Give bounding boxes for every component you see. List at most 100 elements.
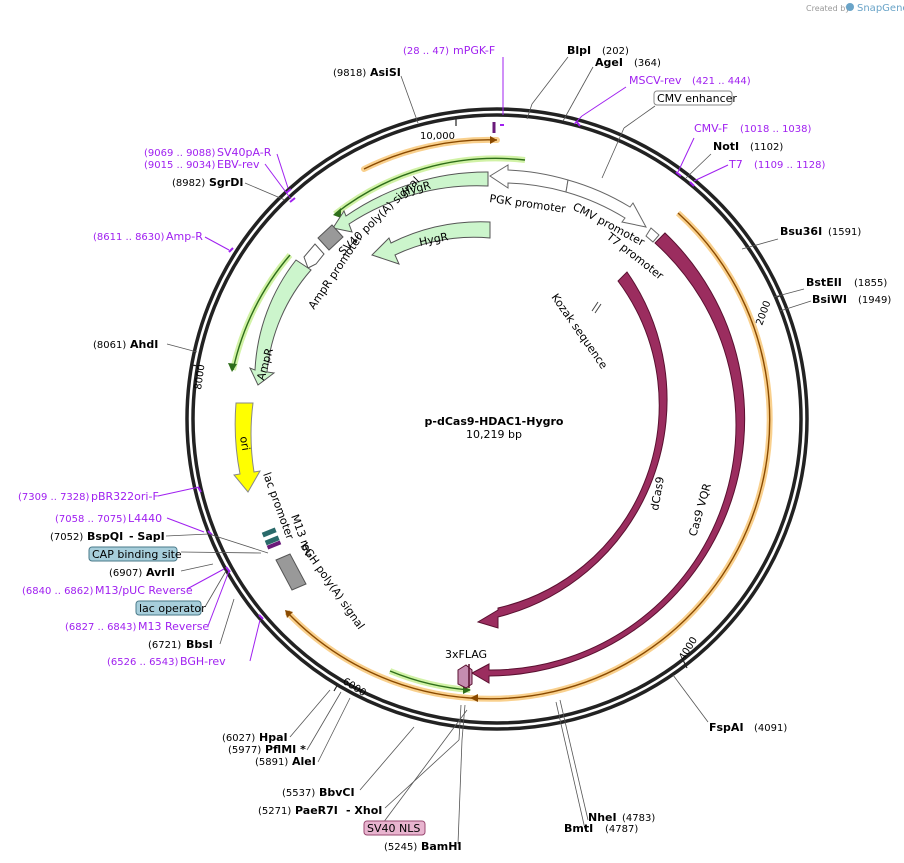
plasmid-length: 10,219 bp (466, 428, 522, 441)
primer-m13-puc-reverse-name: M13/pUC Reverse (95, 584, 193, 597)
site-bsu36i-name: Bsu36I (780, 225, 822, 238)
primer-sv40pa-r-pos: (9069 .. 9088) (144, 148, 216, 159)
site-paer7i-extra: - XhoI (346, 804, 382, 817)
flag-shape (457, 664, 473, 689)
site-noti-name: NotI (713, 140, 739, 153)
primer-l4440-name: L4440 (128, 512, 162, 525)
primer-bgh-rev-name: BGH-rev (180, 655, 226, 668)
primer-mpgk-f-pos: (28 .. 47) (403, 46, 449, 57)
primer-l4440-pos: (7058 .. 7075) (55, 514, 127, 525)
site-bspqi-name: BspQI (87, 530, 123, 543)
site-noti-pos: (1102) (750, 142, 783, 153)
site-bamhi-name: BamHI (421, 840, 462, 853)
bgh-rev-mark (258, 614, 264, 620)
site-labels: (28 .. 47) mPGK-F BlpI (202) AgeI (364) … (18, 44, 891, 853)
primer-bgh-rev-pos: (6526 .. 6543) (107, 657, 179, 668)
site-bsteii-name: BstEII (806, 276, 842, 289)
tick-label-8000: 8000 (193, 364, 207, 391)
m13-rev-mark (266, 540, 282, 550)
site-asisi-pos: (9818) (333, 68, 366, 79)
site-bsiwi-pos: (1949) (858, 295, 891, 306)
site-hpai-name: HpaI (259, 731, 288, 744)
cap-binding-mark (261, 527, 277, 538)
t7-mark (689, 181, 695, 187)
site-bamhi-pos: (5245) (384, 842, 417, 853)
site-bsu36i-pos: (1591) (828, 227, 861, 238)
site-bspqi-pos: (7052) (50, 532, 83, 543)
primer-mscv-rev-name: MSCV-rev (629, 74, 682, 87)
ampr-feature: AmpR (249, 259, 312, 386)
site-bbsi-name: BbsI (186, 638, 213, 651)
primer-sv40pa-r-name: SV40pA-R (217, 146, 272, 159)
primer-mpgk-f-name: mPGK-F (453, 44, 495, 57)
site-avrii-pos: (6907) (109, 568, 142, 579)
tick-8000 (190, 364, 200, 367)
ori-label: ori (237, 435, 252, 451)
primer-amp-r-pos: (8611 .. 8630) (93, 232, 165, 243)
orf-arc-bottom-arrow (285, 610, 293, 618)
primer-mscv-rev-pos: (421 .. 444) (692, 76, 751, 87)
tick-label-2000: 2000 (754, 299, 773, 327)
hygr-inner-arrow (371, 221, 491, 265)
primer-m13-puc-reverse-pos: (6840 .. 6862) (22, 586, 94, 597)
site-pflmi-name: PflMI * (265, 743, 306, 756)
tick-4000 (682, 659, 688, 669)
site-bbsi-pos: (6721) (148, 640, 181, 651)
leader-lines (157, 56, 812, 845)
ebv-rev-mark (289, 197, 296, 203)
lac-operator-box (135, 600, 202, 616)
ori-feature: ori (233, 402, 261, 493)
green-arc-hygr-line (334, 157, 526, 215)
cap-binding-box (88, 546, 178, 562)
backbone-inner-strand (191, 113, 803, 725)
snapgene-credit: Created by SnapGene (806, 3, 904, 14)
cas9-vqr-arrow (470, 232, 746, 684)
site-blpi-pos: (202) (602, 46, 629, 57)
hygr-inner-label: HygR (418, 230, 450, 249)
primer-ebv-rev-pos: (9015 .. 9034) (144, 160, 216, 171)
site-agei-name: AgeI (595, 56, 623, 69)
site-avrii-name: AvrII (146, 566, 175, 579)
site-fspai-pos: (4091) (754, 723, 787, 734)
dcas9-feature: dCas9 (476, 271, 668, 629)
primer-ebv-rev-name: EBV-rev (217, 158, 260, 171)
site-sgrdi-pos: (8982) (172, 178, 205, 189)
site-blpi-name: BlpI (567, 44, 591, 57)
cmv-promoter-arrow (565, 179, 647, 228)
lac-operator-label: lac operator (139, 602, 206, 615)
site-bbvci-pos: (5537) (282, 788, 315, 799)
pgk-promoter-arrow (489, 164, 569, 193)
credit-brand: SnapGene (857, 3, 904, 14)
primer-t7-name: T7 (728, 158, 743, 171)
primer-m13-reverse-name: M13 Reverse (138, 620, 209, 633)
orf-arc-right-line (469, 212, 771, 700)
ampr-promoter-arrow (303, 243, 325, 269)
site-paer7i-pos: (5271) (258, 806, 291, 817)
site-bspqi-extra: - SapI (129, 530, 165, 543)
primer-cmv-f-name: CMV-F (694, 122, 728, 135)
flag-feature: 3xFLAG (445, 648, 487, 689)
ori-arrow (233, 402, 261, 493)
orf-arc-right-arrow (470, 694, 478, 702)
hygr-inner-feature: HygR (371, 221, 491, 265)
cas9-vqr-feature: Cas9 VQR (470, 232, 746, 684)
sv40pa-r-mark (285, 188, 292, 194)
primer-pbr322ori-f-name: pBR322ori-F (91, 490, 159, 503)
t7-promoter-arrow (645, 227, 660, 243)
site-alei-name: AleI (292, 755, 316, 768)
primer-t7-pos: (1109 .. 1128) (754, 160, 826, 171)
site-asisi-name: AsiSI (370, 66, 401, 79)
site-alei-pos: (5891) (255, 757, 288, 768)
orf-arcs (284, 136, 773, 702)
site-bmti-name: BmtI (564, 822, 593, 835)
site-ahdi-pos: (8061) (93, 340, 126, 351)
pgk-promoter-label: PGK promoter (489, 192, 567, 216)
primer-amp-r-name: Amp-R (166, 230, 203, 243)
kozak-label: Kozak sequence (549, 291, 611, 371)
lac-operator-mark (264, 535, 280, 546)
bgh-polya-box (275, 553, 307, 591)
site-ahdi-name: AhdI (130, 338, 158, 351)
site-paer7i-name: PaeR7I (295, 804, 338, 817)
lac-promoter-label: lac promoter (260, 471, 296, 542)
